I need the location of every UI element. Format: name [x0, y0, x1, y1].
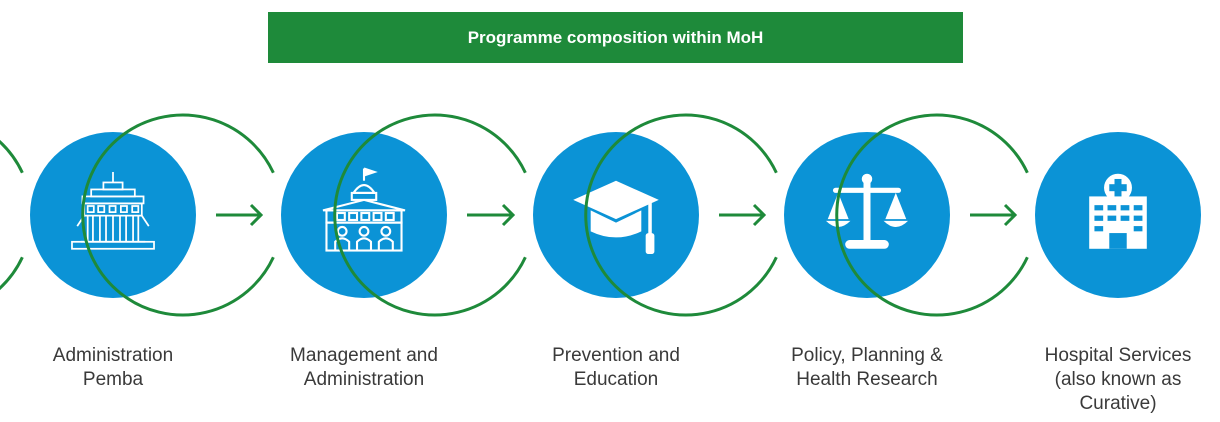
ring-outline	[333, 113, 527, 317]
step-label-administration-pemba: Administration Pemba	[52, 345, 174, 390]
ring-outline	[835, 113, 1029, 317]
step-label-hospital-services: Hospital Services (also known as Curativ…	[1044, 345, 1192, 414]
arrow-connector	[719, 203, 767, 227]
diagram-title-banner: Programme composition within MoH	[268, 12, 963, 63]
step-node-prevention-and-education	[333, 113, 699, 317]
ring-outline	[0, 139, 24, 291]
arrow-connector	[467, 203, 516, 227]
step-node-policy-planning-health-research	[584, 113, 950, 317]
arrow-connector	[970, 203, 1018, 227]
step-label-prevention-and-education: Prevention and Education	[552, 345, 680, 390]
step-node-administration-pemba	[0, 132, 196, 298]
arrow-connector	[216, 203, 264, 227]
step-circle	[281, 132, 447, 298]
step-node-hospital-services	[835, 113, 1201, 317]
step-label-management-and-administration: Management and Administration	[290, 345, 438, 390]
diagram-title: Programme composition within MoH	[467, 27, 764, 47]
ring-outline	[584, 113, 778, 317]
step-label-policy-planning-health-research: Policy, Planning & Health Research	[791, 345, 943, 390]
ring-outline	[81, 113, 275, 317]
step-node-management-and-administration	[81, 113, 447, 317]
